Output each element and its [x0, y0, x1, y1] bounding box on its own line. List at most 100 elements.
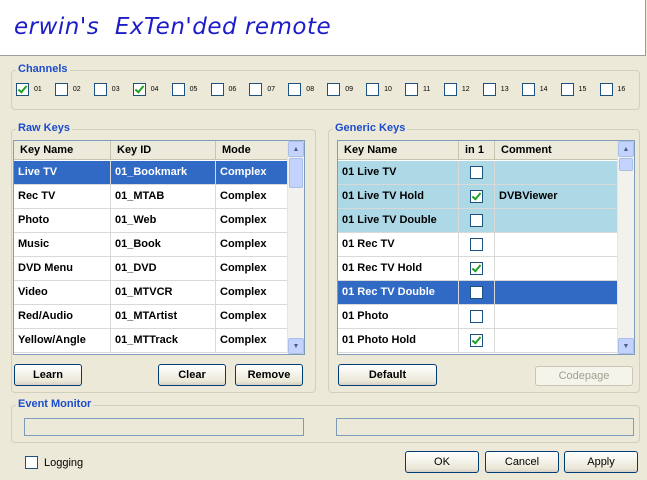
scroll-thumb[interactable]	[619, 158, 633, 171]
checkbox-box[interactable]	[599, 82, 613, 96]
scroll-thumb[interactable]	[289, 158, 303, 188]
key-name-cell: 01 Rec TV Double	[338, 281, 459, 304]
channel-checkbox[interactable]: 11	[405, 82, 430, 96]
key-name-cell: Photo	[14, 209, 111, 232]
table-row[interactable]: 01 Rec TV	[338, 233, 617, 257]
learn-button[interactable]: Learn	[14, 364, 82, 386]
comment-cell	[495, 257, 617, 280]
raw-keys-col-key-id[interactable]: Key ID	[111, 141, 216, 159]
remove-button[interactable]: Remove	[235, 364, 303, 386]
checkbox-box[interactable]	[16, 82, 29, 96]
channel-checkbox[interactable]: 07	[249, 82, 275, 96]
channel-checkbox[interactable]: 09	[327, 82, 353, 96]
key-id-cell: 01_MTArtist	[111, 305, 216, 328]
scroll-up-icon[interactable]: ▲	[618, 141, 634, 157]
key-name-cell: 01 Live TV	[338, 161, 459, 184]
channel-checkbox[interactable]: 01	[16, 82, 42, 96]
channel-checkbox[interactable]: 12	[443, 82, 470, 96]
in1-checkbox[interactable]	[470, 286, 483, 299]
checkbox-box[interactable]	[288, 82, 302, 96]
table-row[interactable]: 01 Live TV Double	[338, 209, 617, 233]
generic-keys-scrollbar[interactable]: ▲ ▼	[617, 141, 634, 354]
comment-cell	[495, 281, 617, 304]
in1-checkbox[interactable]	[470, 334, 483, 347]
checkbox-box[interactable]	[366, 82, 380, 96]
channel-checkbox[interactable]: 04	[132, 82, 158, 96]
in1-cell	[459, 161, 495, 184]
scroll-down-icon[interactable]: ▼	[288, 338, 304, 354]
comment-cell: DVBViewer	[499, 190, 558, 202]
channel-label: 11	[423, 85, 431, 93]
generic-keys-col-key-name[interactable]: Key Name	[338, 141, 459, 159]
apply-button[interactable]: Apply	[564, 451, 638, 473]
scroll-down-icon[interactable]: ▼	[618, 338, 634, 354]
key-name-cell: 01 Photo	[338, 305, 459, 328]
checkbox-box[interactable]	[482, 82, 496, 96]
raw-keys-col-mode[interactable]: Mode	[222, 144, 251, 156]
in1-checkbox[interactable]	[470, 190, 483, 203]
in1-checkbox[interactable]	[470, 214, 483, 227]
channel-checkbox[interactable]: 15	[560, 82, 587, 96]
logging-checkbox[interactable]: Logging	[25, 456, 83, 469]
checkbox-box[interactable]	[171, 82, 185, 96]
channel-checkbox[interactable]: 05	[171, 82, 197, 96]
channel-checkbox[interactable]: 10	[366, 82, 392, 96]
checkbox-box[interactable]	[443, 82, 457, 96]
in1-checkbox[interactable]	[470, 310, 483, 323]
default-button[interactable]: Default	[338, 364, 437, 386]
checkbox-box[interactable]	[327, 82, 341, 96]
checkbox-box[interactable]	[93, 82, 107, 96]
logging-checkbox-box[interactable]	[25, 456, 38, 469]
cancel-button[interactable]: Cancel	[485, 451, 559, 473]
checkbox-box[interactable]	[560, 82, 574, 96]
scroll-up-icon[interactable]: ▲	[288, 141, 304, 157]
mode-cell: Complex	[220, 214, 267, 226]
generic-keys-col-in1[interactable]: in 1	[459, 141, 495, 159]
generic-keys-group: Generic Keys	[328, 122, 640, 393]
checkbox-box[interactable]	[521, 82, 535, 96]
generic-keys-col-comment[interactable]: Comment	[501, 144, 552, 156]
in1-checkbox[interactable]	[470, 238, 483, 251]
checkbox-box[interactable]	[249, 82, 263, 96]
in1-checkbox[interactable]	[470, 262, 483, 275]
checkbox-box[interactable]	[54, 82, 68, 96]
channel-checkbox[interactable]: 08	[288, 82, 314, 96]
ok-button[interactable]: OK	[405, 451, 479, 473]
checkbox-box[interactable]	[405, 82, 418, 96]
raw-keys-scrollbar[interactable]: ▲ ▼	[287, 141, 304, 354]
key-id-cell: 01_MTVCR	[111, 281, 216, 304]
channel-label: 15	[578, 85, 587, 93]
channel-label: 07	[267, 85, 276, 93]
in1-checkbox[interactable]	[470, 166, 483, 179]
table-row[interactable]: 01 Photo	[338, 305, 617, 329]
clear-button[interactable]: Clear	[158, 364, 226, 386]
table-row[interactable]: 01 Photo Hold	[338, 329, 617, 353]
channel-checkbox[interactable]: 14	[521, 82, 547, 96]
channel-checkbox[interactable]: 13	[482, 82, 509, 96]
key-id-cell: 01_Book	[111, 233, 216, 256]
channel-checkbox[interactable]: 02	[54, 82, 81, 96]
channel-label: 03	[111, 85, 120, 93]
channel-checkbox[interactable]: 16	[599, 82, 625, 96]
raw-keys-col-key-name[interactable]: Key Name	[14, 141, 111, 159]
mode-cell: Complex	[220, 262, 267, 274]
checkbox-box[interactable]	[132, 82, 146, 96]
channel-checkbox[interactable]: 03	[93, 82, 120, 96]
checkbox-box[interactable]	[210, 82, 224, 96]
table-row[interactable]: 01 Rec TV Hold	[338, 257, 617, 281]
table-row[interactable]: 01 Live TV	[338, 161, 617, 185]
comment-cell	[495, 329, 617, 352]
table-row[interactable]: 01 Rec TV Double	[338, 281, 617, 305]
channel-checkbox[interactable]: 06	[210, 82, 236, 96]
